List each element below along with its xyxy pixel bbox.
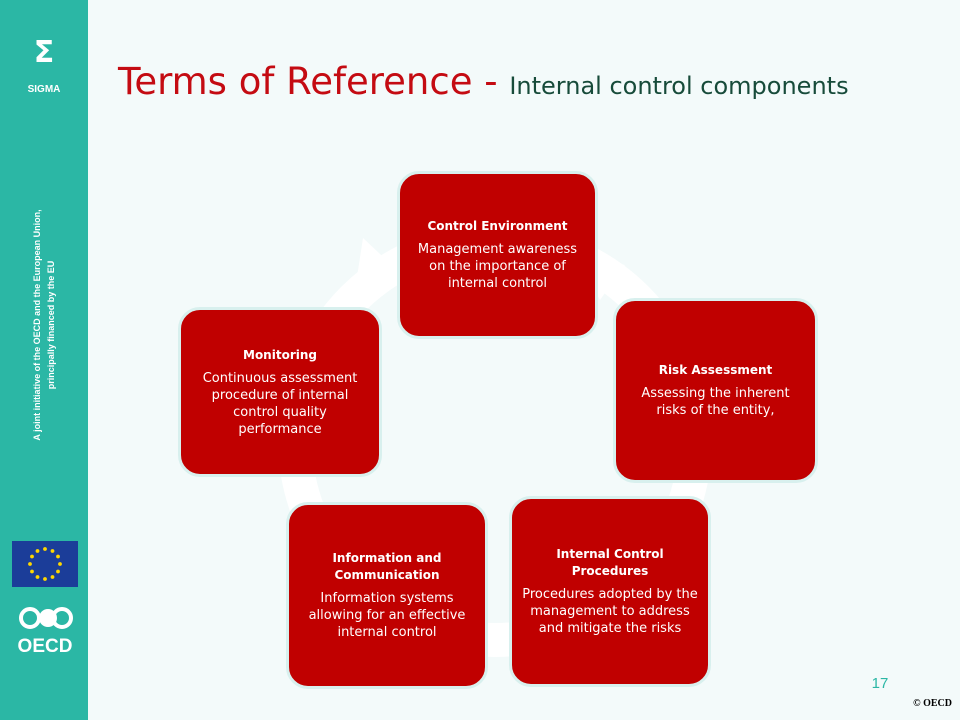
component-title: Internal Control Procedures (556, 547, 664, 578)
component-text: Management awareness on the importance o… (417, 242, 578, 291)
component-information-communication: Information and Communication Informatio… (286, 502, 488, 689)
title-subtitle: Internal control components (509, 72, 849, 100)
component-control-environment: Control Environment Management awareness… (397, 171, 598, 339)
sigma-label: SIGMA (27, 84, 61, 95)
component-title: Information and Communication (332, 551, 442, 582)
sidebar: Σ SIGMA A joint initiative of the OECD a… (0, 0, 88, 720)
component-text: Assessing the inherent risks of the enti… (641, 386, 790, 418)
page-title: Terms of Reference - Internal control co… (118, 60, 849, 103)
component-text: Continuous assessment procedure of inter… (202, 370, 358, 437)
component-risk-assessment: Risk Assessment Assessing the inherent r… (613, 298, 818, 483)
copyright-notice: © OECD (913, 698, 952, 709)
component-title: Control Environment (427, 219, 568, 233)
component-text: Information systems allowing for an effe… (308, 591, 466, 640)
sigma-logo: Σ (33, 35, 55, 70)
component-internal-control-procedures: Internal Control Procedures Procedures a… (509, 496, 711, 687)
component-text: Procedures adopted by the management to … (522, 587, 698, 636)
oecd-logo: OECD (12, 600, 78, 660)
component-title: Monitoring (243, 347, 317, 362)
oecd-logo-text: OECD (18, 636, 73, 657)
page-number: 17 (871, 675, 889, 692)
eu-flag-icon (12, 541, 78, 587)
title-main: Terms of Reference - (118, 60, 510, 103)
component-monitoring: Monitoring Continuous assessment procedu… (178, 307, 382, 477)
component-title: Risk Assessment (658, 363, 773, 377)
